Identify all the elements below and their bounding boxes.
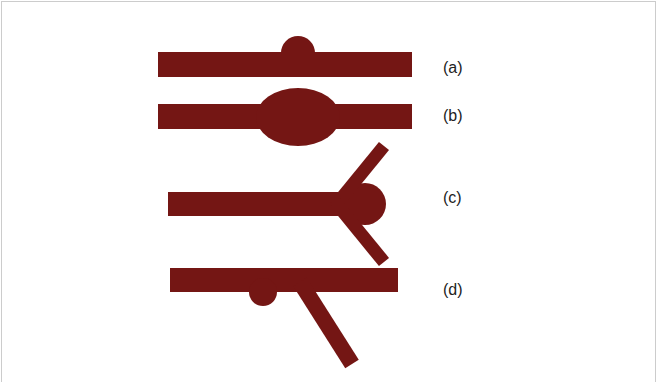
bar-shape <box>170 268 398 292</box>
part-label: (c) <box>443 188 462 208</box>
branch-shape <box>335 146 384 206</box>
bump-shape <box>249 278 277 306</box>
bar-shape <box>168 192 338 216</box>
bump-shape <box>281 36 315 53</box>
part-label: (b) <box>443 106 463 126</box>
branch-shape <box>300 282 352 364</box>
ellipse-shape <box>256 88 340 146</box>
part-label: (d) <box>443 280 463 300</box>
branch-shape <box>335 202 384 262</box>
part-label: (a) <box>443 58 463 78</box>
bar-shape <box>158 52 412 77</box>
